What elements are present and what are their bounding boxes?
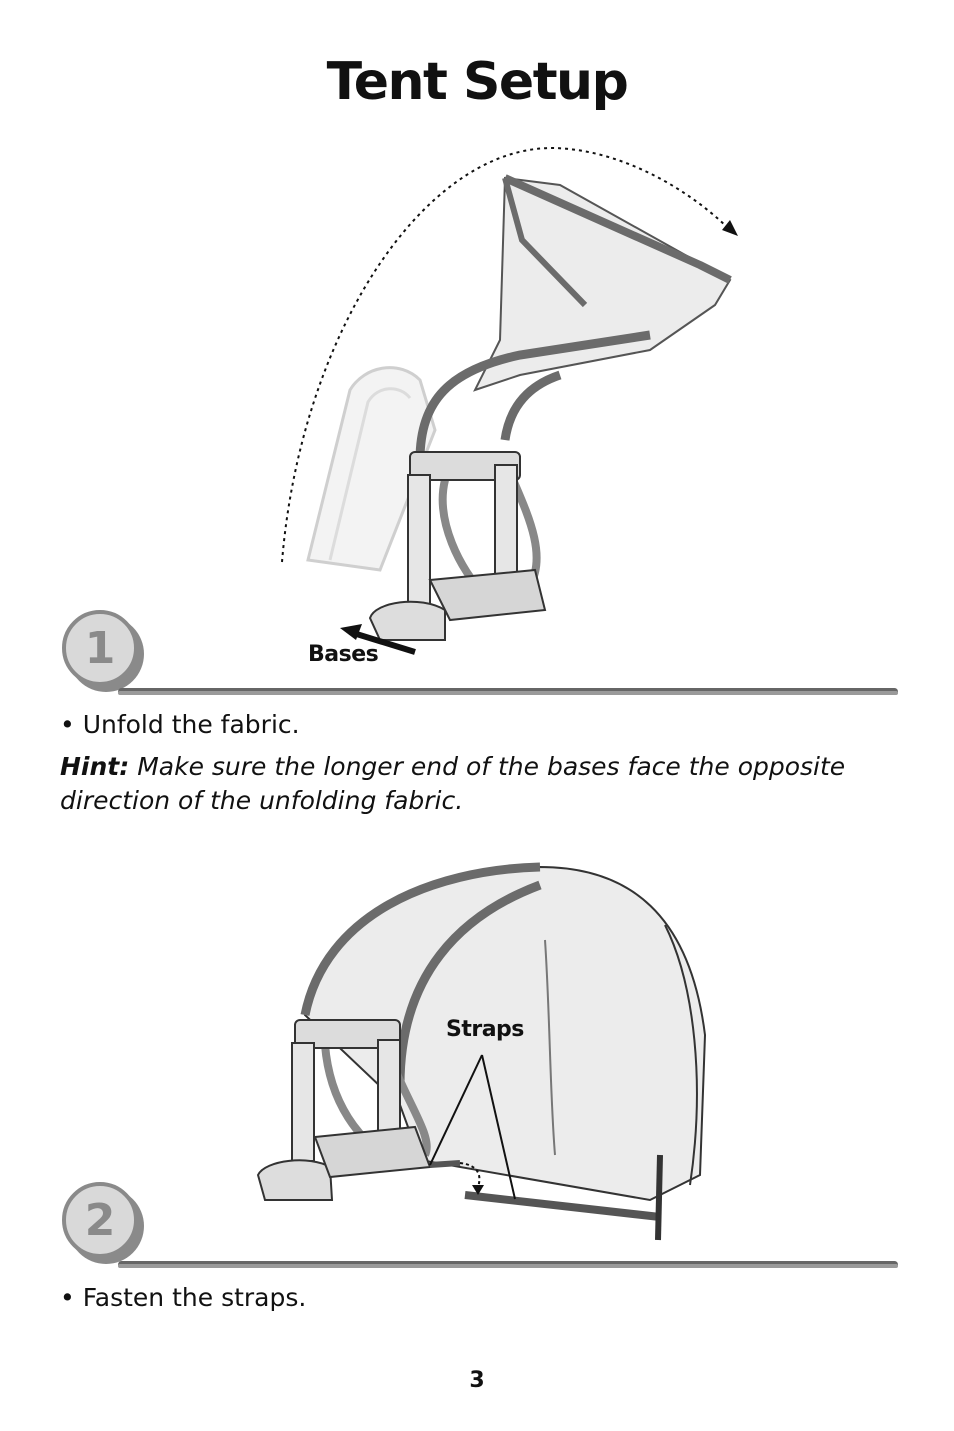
step-1-divider [118,688,898,695]
unfold-fabric-illustration [281,146,738,655]
frame-arch [415,330,651,461]
step-2-number: 2 [85,1195,116,1246]
fasten-straps-illustration [256,862,707,1241]
unfold-arc-arrow [281,146,731,563]
step-1-instruction: • Unfold the fabric. [60,710,300,739]
bases-label: Bases [308,642,379,667]
hint-text: Make sure the longer end of the bases fa… [60,752,846,815]
base-left [368,600,446,641]
bases-arrow [349,629,416,655]
step-2-instruction: • Fasten the straps. [60,1283,307,1312]
handle-bar-2 [294,1019,401,1049]
step-2-divider [118,1261,898,1268]
leg-right [494,464,518,586]
page-number: 3 [469,1368,485,1393]
handle-bar [409,451,521,481]
straps-label: Straps [446,1017,524,1042]
ground-bar [464,1191,661,1221]
step-1-hint: Hint: Make sure the longer end of the ba… [60,750,880,818]
straps-callout-line-2 [481,1054,516,1200]
base-right [428,568,547,622]
step-1-number: 1 [85,623,116,674]
page-title: Tent Setup [326,52,629,112]
fabric-panel [473,176,732,392]
straps-callout-line-1 [429,1054,483,1166]
leg-2-right [377,1039,401,1141]
arc-arrowhead [722,220,738,236]
leg-2-left [291,1042,315,1162]
step-1-badge: 1 [62,610,144,692]
base-2-right [313,1125,432,1179]
fasten-arrow [459,1162,481,1188]
base-2-left [256,1159,334,1201]
leg-left [407,474,431,606]
hint-label: Hint: [60,752,130,781]
step-2-badge: 2 [62,1182,144,1264]
